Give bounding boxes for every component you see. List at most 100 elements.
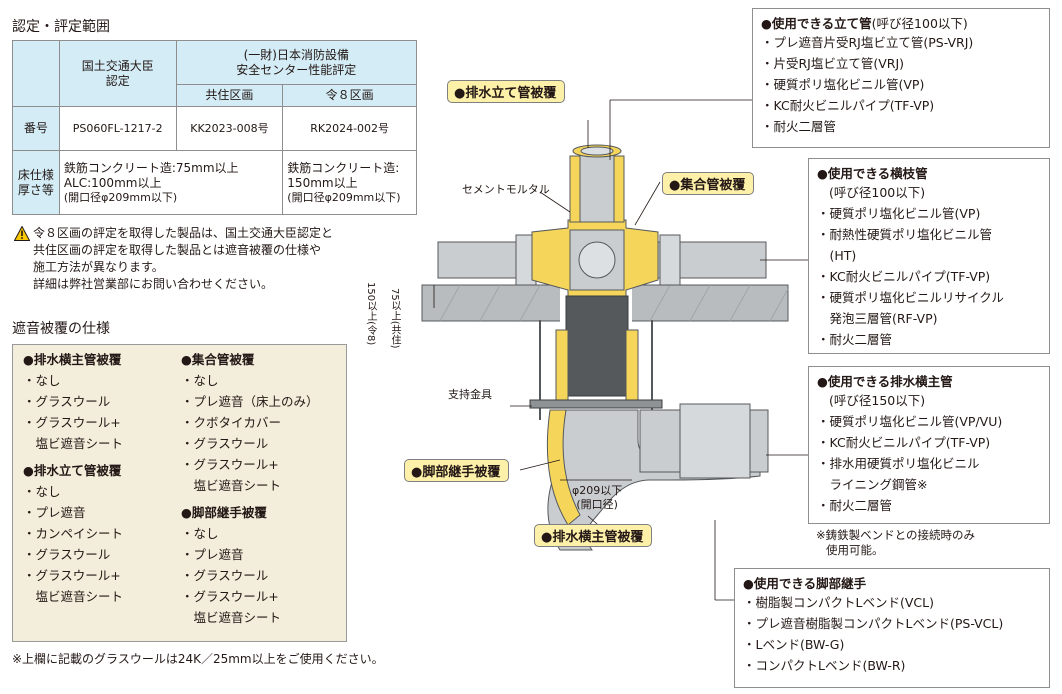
spec-group-heading: ●排水横主管被覆	[23, 352, 122, 367]
usable-branch-item: ・耐熱性硬質ポリ塩化ビニル管	[817, 227, 993, 242]
leg-coat	[546, 409, 581, 526]
usable-branch-item: ・硬質ポリ塩化ビニル管(VP)	[817, 206, 981, 221]
usable-branch-list: ・硬質ポリ塩化ビニル管(VP)・耐熱性硬質ポリ塩化ビニル管 (HT)・KC耐火ビ…	[817, 203, 1041, 350]
box-usable-vertical: ●使用できる立て管(呼び径100以下) ・プレ遮音片受RJ塩ビ立て管(PS-VR…	[752, 8, 1050, 148]
collective-port	[578, 241, 616, 279]
cert-section-title: 認定・評定範囲	[12, 19, 110, 35]
vertical-pipe	[579, 147, 615, 223]
usable-main-item: ・KC耐火ビニルパイプ(TF-VP)	[817, 435, 991, 450]
label-dim-209: φ209以下 (開口径)	[572, 484, 622, 512]
box-usable-branch: ●使用できる横枝管 (呼び径100以下) ・硬質ポリ塩化ビニル管(VP) ・耐熱性…	[808, 158, 1050, 354]
usable-branch-item: 発泡三層管(RF-VP)	[817, 311, 938, 326]
cert-col-mlit: 国土交通大臣 認定	[58, 40, 177, 107]
usable-main-item: ・耐火二層管	[817, 498, 893, 513]
usable-branch-sub: (呼び径100以下)	[829, 185, 926, 200]
dim-150b: (令8)	[365, 321, 376, 346]
dim-209b: (開口径)	[576, 498, 618, 511]
spec-item: ・プレ遮音	[181, 547, 244, 562]
usable-branch-title: ●使用できる横枝管	[817, 166, 928, 181]
usable-main-note1: ※鋳鉄製ベンドとの接続時のみ	[816, 528, 976, 542]
cert-floor-a2: ALC:100mm以上	[63, 175, 162, 190]
spec-item: ・グラスウール	[181, 568, 269, 583]
dim-75: 75以上	[389, 288, 400, 321]
dim-75b: (共住)	[389, 320, 400, 349]
spec-group-heading: ●脚部継手被覆	[181, 505, 267, 520]
cert-floor-b: 鉄筋コンクリート造: 150mm以上 (開口径φ209mm以下)	[282, 150, 417, 215]
warning-line2: 共住区画の評定を取得した製品とは遮音被覆の仕様や	[33, 243, 322, 257]
warning-icon	[14, 226, 30, 241]
usable-branch-item: ・耐火二層管	[817, 332, 893, 347]
warning-note: 令８区画の評定を取得した製品は、国土交通大臣認定と 共住区画の評定を取得した製品…	[14, 225, 394, 293]
usable-leg-list: ・樹脂製コンパクトLベンド(VCL)・プレ遮音樹脂製コンパクトLベンド(PS-V…	[743, 592, 1041, 676]
box-usable-leg: ●使用できる脚部継手 ・樹脂製コンパクトLベンド(VCL)・プレ遮音樹脂製コンパ…	[734, 568, 1050, 688]
spec-item: ・プレ遮音	[23, 505, 86, 520]
usable-main-item: ・排水用硬質ポリ塩化ビニル	[817, 456, 980, 471]
spec-item: ・なし	[23, 484, 61, 499]
cert-num-common: KK2023-008号	[175, 106, 284, 151]
usable-leg-item: ・コンパクトLベンド(BW-R)	[743, 658, 906, 673]
callout-collective: ●集合管被覆	[662, 172, 755, 195]
spec-item: ・グラスウール+	[181, 589, 279, 604]
spec-item: 塩ビ遮音シート	[181, 478, 282, 493]
usable-vertical-item: ・KC耐火ビニルパイプ(TF-VP)	[761, 98, 935, 113]
spec-item: ・クボタイカバー	[181, 415, 282, 430]
cert-floor-a1: 鉄筋コンクリート造:75mm以上	[63, 160, 239, 175]
callout-horizontal-main: ●排水横主管被覆	[534, 524, 653, 547]
callout-vertical-text: 排水立て管被覆	[465, 86, 557, 101]
cert-floor-a: 鉄筋コンクリート造:75mm以上 ALC:100mm以上 (開口径φ209mm以…	[58, 150, 284, 215]
branch-pipe-right	[637, 241, 767, 279]
usable-branch-item: ・硬質ポリ塩化ビニルリサイクル	[817, 290, 1004, 305]
callout-collective-text: 集合管被覆	[680, 178, 746, 193]
callout-leg: ●脚部継手被覆	[404, 459, 510, 482]
callout-vertical-dot: ●	[454, 86, 466, 101]
usable-leg-title: ●使用できる脚部継手	[743, 576, 867, 591]
spec-item: ・グラスウール	[181, 436, 269, 451]
usable-leg-item: ・樹脂製コンパクトLベンド(VCL)	[743, 595, 934, 610]
usable-main-note2: 使用可能。	[826, 543, 884, 557]
cert-col-fire: (一財)日本消防設備 安全センター性能評定	[175, 40, 418, 85]
cert-num-rei8: RK2024-002号	[282, 106, 417, 151]
callout-horizontal-main-text: 排水横主管被覆	[552, 530, 644, 545]
usable-main-list: ・硬質ポリ塩化ビニル管(VP/VU)・KC耐火ビニルパイプ(TF-VP)・排水用…	[817, 411, 1041, 516]
spec-box: ●排水横主管被覆・なし・グラスウール・グラスウール+ 塩ビ遮音シート●排水立て管…	[12, 344, 347, 642]
label-support: 支持金具	[448, 388, 492, 401]
usable-vertical-item: ・硬質ポリ塩化ビニル管(VP)	[761, 77, 925, 92]
spec-item: 塩ビ遮音シート	[181, 610, 282, 625]
support-bracket	[529, 399, 663, 409]
cert-floor-b3: (開口径φ209mm以下)	[287, 190, 401, 204]
callout-collective-dot: ●	[669, 178, 681, 193]
cert-floor-b1: 鉄筋コンクリート造:	[287, 160, 400, 175]
callout-vertical: ●排水立て管被覆	[447, 80, 566, 103]
spec-item: ・グラスウール+	[23, 568, 121, 583]
spec-item: ・なし	[181, 373, 219, 388]
slab-hatch	[439, 284, 789, 322]
usable-main-title: ●使用できる排水横主管	[817, 374, 953, 389]
horizontal-main-joint	[679, 403, 751, 479]
dim-150: 150以上	[365, 282, 376, 322]
usable-vertical-title-suffix: (呼び径100以下)	[871, 16, 968, 31]
cert-col-common: 共住区画	[175, 84, 284, 107]
callout-leg-text: 脚部継手被覆	[422, 465, 501, 480]
label-dim-150: 150以上(令8)	[364, 282, 376, 345]
dim-209: φ209以下	[572, 484, 623, 497]
spec-col2: ●集合管被覆・なし・プレ遮音（床上のみ）・クボタイカバー・グラスウール・グラスウ…	[181, 349, 346, 628]
spec-group-heading: ●排水立て管被覆	[23, 463, 122, 478]
spec-item: ・なし	[181, 526, 219, 541]
usable-vertical-item: ・耐火二層管	[761, 119, 837, 134]
box-usable-main: ●使用できる排水横主管 (呼び径150以下) ・硬質ポリ塩化ビニル管(VP/VU…	[808, 366, 1050, 524]
cert-row-floor: 床仕様 厚さ等	[12, 150, 60, 215]
callout-horizontal-main-dot: ●	[541, 530, 553, 545]
usable-vertical-list: ・プレ遮音片受RJ塩ビ立て管(PS-VRJ)・片受RJ塩ビ立て管(VRJ)・硬質…	[761, 32, 1041, 137]
warning-line3: 施工方法が異なります。	[33, 260, 164, 274]
spec-item: ・グラスウール+	[23, 415, 121, 430]
cert-floor-a3: (開口径φ209mm以下)	[63, 190, 178, 204]
cert-num-mlit: PS060FL-1217-2	[58, 106, 177, 151]
label-cement: セメントモルタル	[462, 183, 550, 196]
usable-vertical-item: ・プレ遮音片受RJ塩ビ立て管(PS-VRJ)	[761, 35, 974, 50]
usable-leg-item: ・Lベンド(BW-G)	[743, 637, 845, 652]
warning-line1: 令８区画の評定を取得した製品は、国土交通大臣認定と	[33, 226, 334, 240]
usable-main-note: ※鋳鉄製ベンドとの接続時のみ 使用可能。	[816, 528, 975, 558]
spec-item: 塩ビ遮音シート	[23, 589, 124, 604]
spec-section-title: 遮音被覆の仕様	[12, 321, 110, 337]
spec-item: ・プレ遮音（床上のみ）	[181, 394, 319, 409]
